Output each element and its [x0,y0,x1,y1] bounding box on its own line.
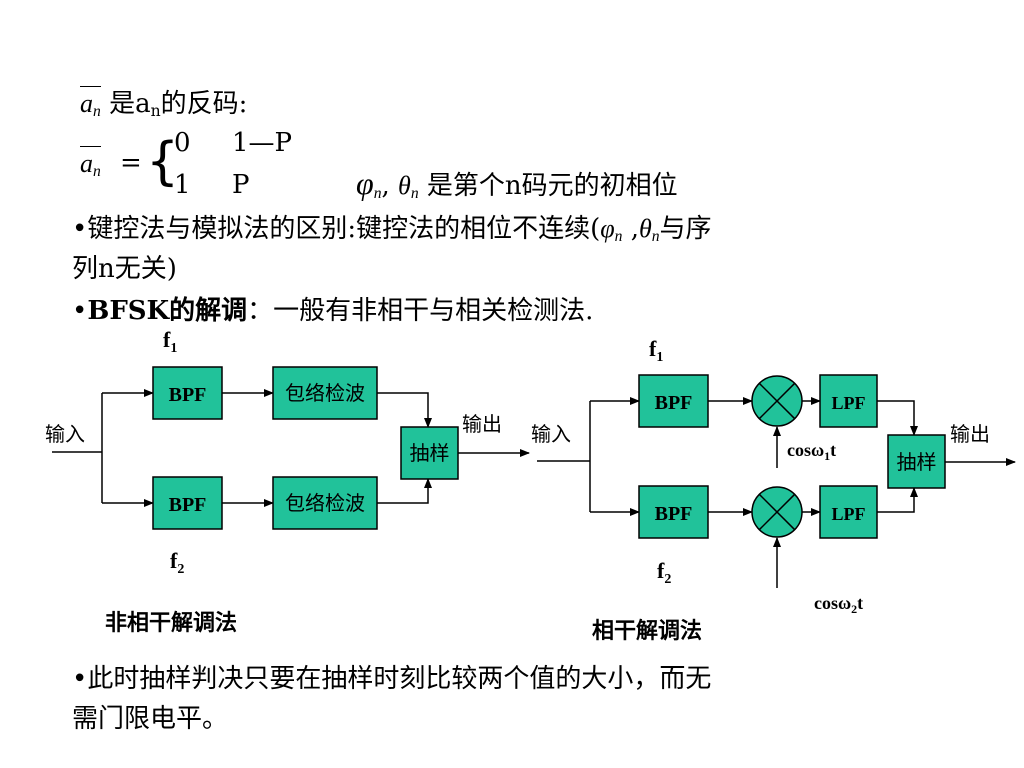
left-env-top-to-sampler [377,392,432,428]
initial-phase-line: φn, θn 是第个n码元的初相位 [356,165,678,202]
right-f1-label: f1 [649,336,663,365]
left-f2-label: f2 [170,548,184,577]
bullet-bfsk-demod: •BFSK的解调：一般有非相干与相关检测法. [72,296,594,326]
right-lpf-top-to-sampler [877,400,918,436]
bullet-keying-difference: •键控法与模拟法的区别:键控法的相位不连续(φn ,θn与序 [72,214,712,245]
right-sampler-label: 抽样 [897,450,937,474]
left-input-label: 输入 [45,422,85,446]
an-complement-line: an 是an的反码: [80,86,247,119]
left-envelope-bottom-label: 包络检波 [285,491,365,515]
right-output-label: 输出 [950,422,990,446]
case2-value: 1 [174,170,191,200]
left-bpf-top-block [152,366,223,420]
right-carrier2-label: cosω2t [814,593,863,616]
right-lpf-top-label: LPF [832,393,866,413]
piecewise-brace: { [146,132,180,192]
right-sampler-block [887,434,946,489]
right-bpf-top-label: BPF [655,392,693,414]
left-bpf-bottom-block [152,476,223,530]
right-lpf-bottom-block [819,485,878,539]
left-caption: 非相干解调法 [105,610,237,636]
an-bar-symbol-2: an [80,146,101,179]
right-bpf-top-block [638,374,709,428]
an-complement-text: 是an的反码: [109,89,248,120]
left-env-bottom-to-sampler [377,478,432,504]
left-sampler-block [400,426,459,480]
right-mixer-bottom [751,486,803,538]
bullet-keying-difference-line2: 列n无关) [72,254,177,284]
case2-prob: P [232,170,250,200]
right-lpf-top-block [819,374,878,428]
left-f1-label: f1 [163,327,177,356]
left-output-label: 输出 [462,412,502,436]
right-caption: 相干解调法 [592,618,702,644]
case1-value: 0 [174,128,191,158]
coherent-diagram [537,397,1016,588]
left-sampler-label: 抽样 [410,441,450,465]
left-envelope-top-label: 包络检波 [285,381,365,405]
an-bar-symbol: an [80,86,101,119]
left-envelope-bottom-block [272,476,378,530]
case1-prob: 1—P [232,128,293,158]
left-bpf-bottom-label: BPF [169,494,207,516]
right-input-label: 输入 [531,422,571,446]
right-bpf-bottom-label: BPF [655,503,693,525]
right-carrier1-label: cosω1t [787,440,836,463]
right-f2-label: f2 [657,558,671,587]
left-bpf-top-label: BPF [169,384,207,406]
right-bpf-bottom-block [638,485,709,539]
bullet-sampling-decision-line2: 需门限电平。 [72,704,229,734]
bullet-sampling-decision: •此时抽样判决只要在抽样时刻比较两个值的大小，而无 [72,664,712,694]
equals-sign: = [120,148,142,178]
noncoherent-diagram [52,389,530,507]
left-envelope-top-block [272,366,378,420]
right-lpf-bottom-label: LPF [832,504,866,524]
right-lpf-bottom-to-sampler [877,487,918,513]
right-mixer-top [751,375,803,427]
